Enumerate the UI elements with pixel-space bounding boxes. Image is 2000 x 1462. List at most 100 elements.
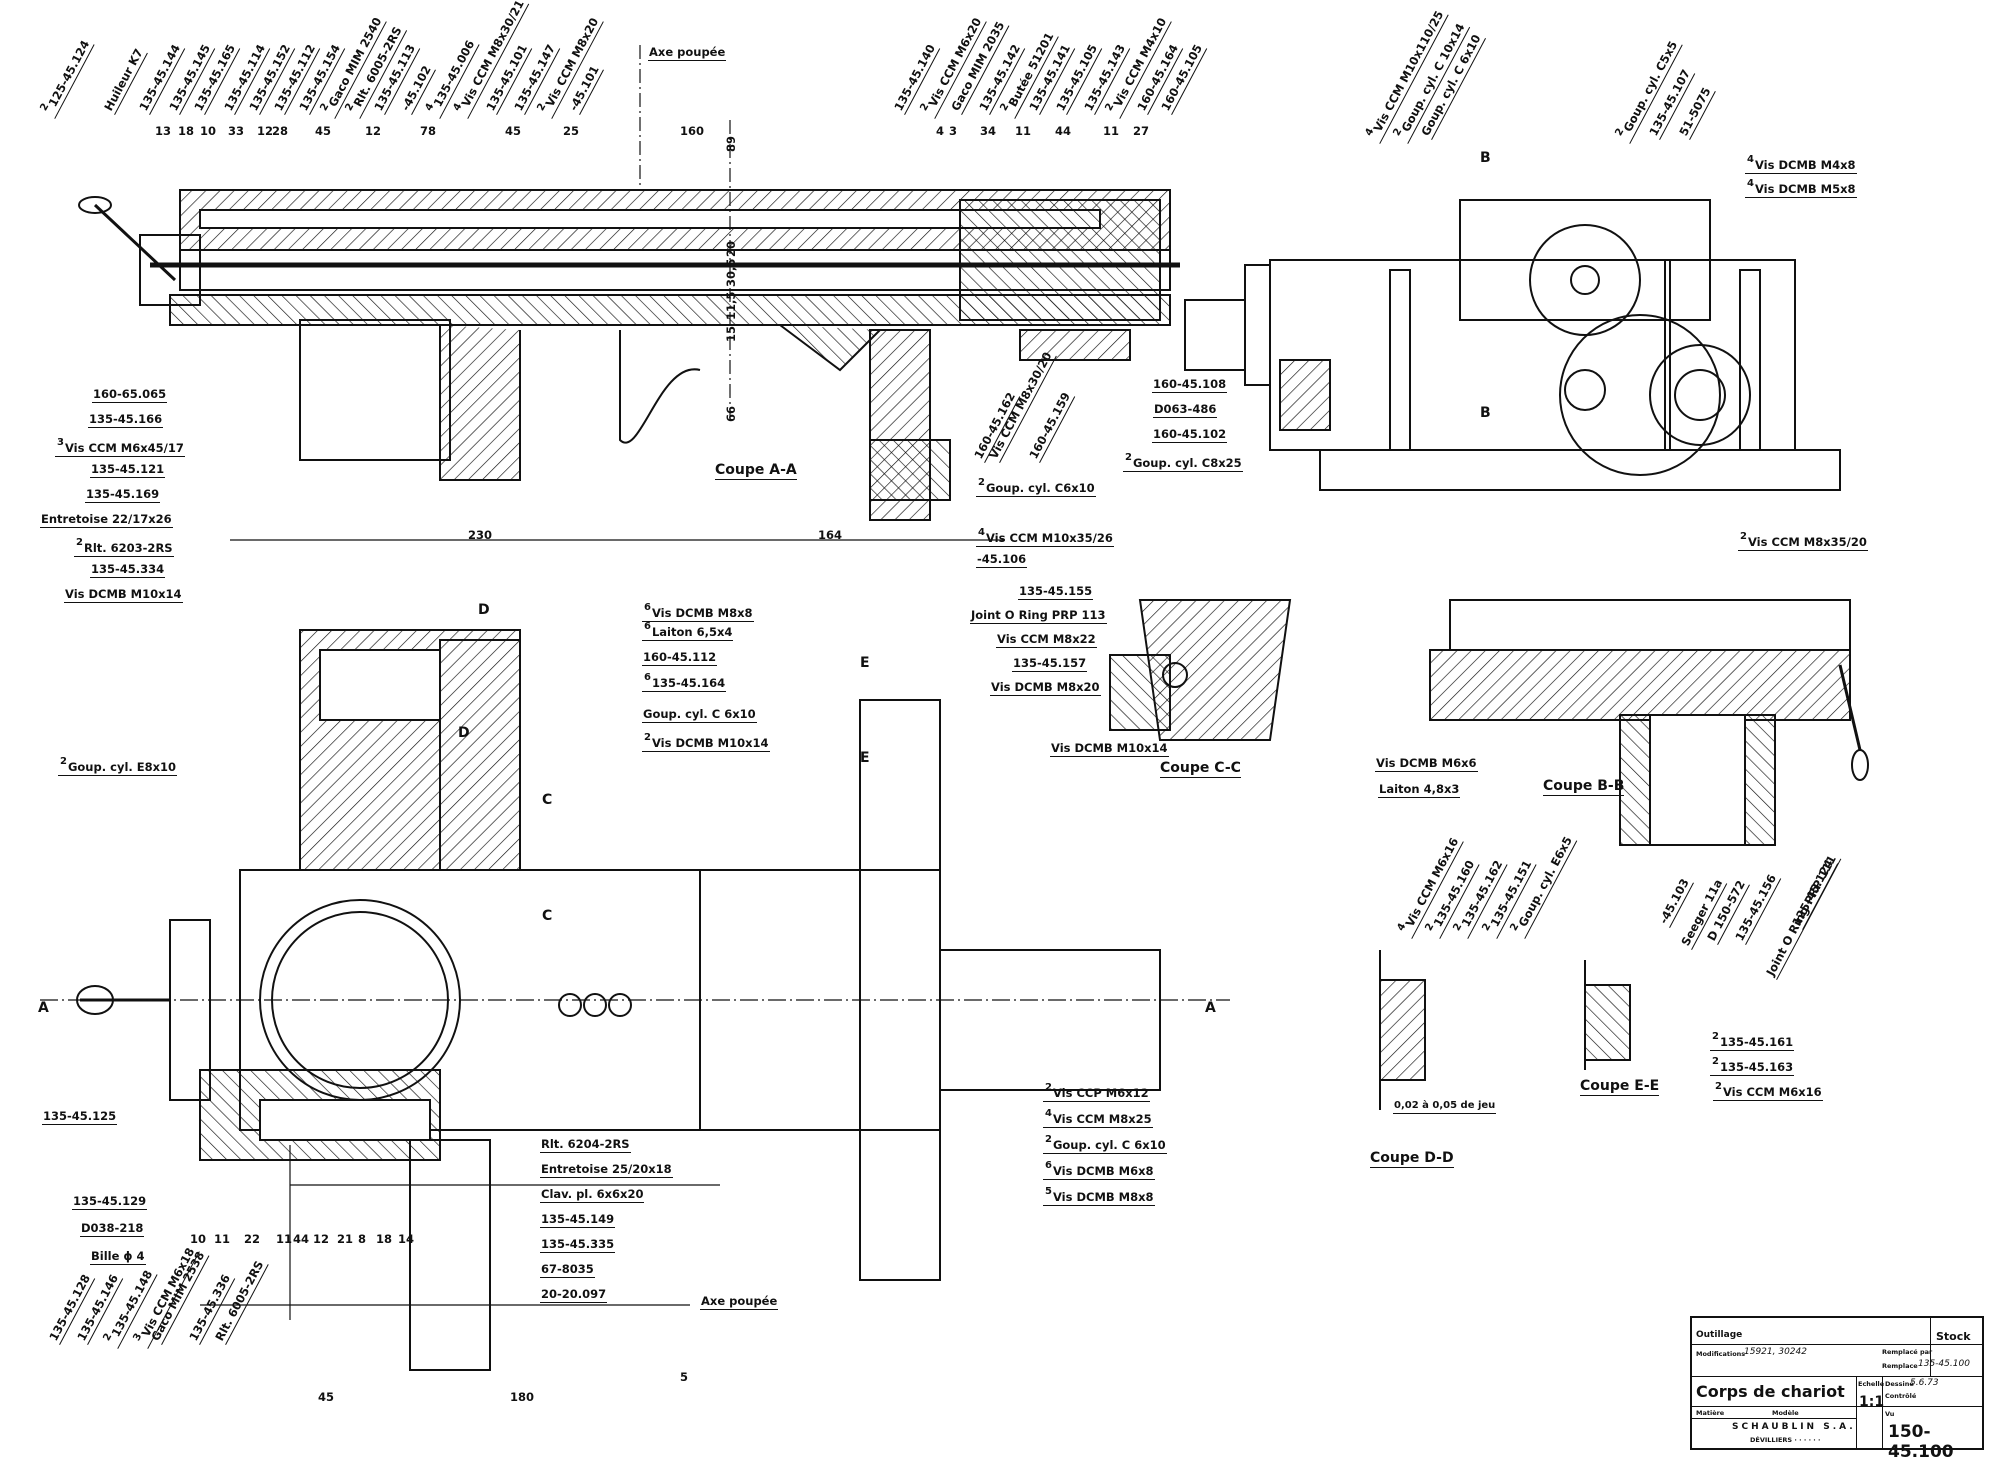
cut-marker-a-right: A (1205, 1000, 1216, 1016)
callout-label: 3Vis CCM M6x45/17 (55, 437, 185, 457)
callout-label: 135-45.121 (90, 462, 166, 478)
dimension-value: 45 (318, 1390, 335, 1404)
cut-marker-b-bottom: B (1480, 405, 1491, 421)
callout-label: 67-8035 (540, 1262, 595, 1278)
axis-label-top: Axe poupée (648, 45, 727, 61)
cut-marker-c-bottom: C (542, 908, 553, 924)
checked-label: Contrôlé (1885, 1392, 1917, 1400)
dimension-value: 33 (228, 124, 245, 138)
clearance-note: 0,02 à 0,05 de jeu (1393, 1099, 1497, 1114)
quantity-marker: 4 (1747, 178, 1754, 189)
drawing-number: 150-45.100 (1888, 1422, 1954, 1462)
callout-label: 2Goup. cyl. C8x25 (1123, 452, 1243, 472)
quantity-marker: 6 (644, 672, 651, 683)
callout-label: 2Rlt. 6203-2RS (74, 537, 174, 557)
quantity-marker: 2 (1125, 452, 1132, 463)
dimension-value: 12 (313, 1232, 330, 1246)
callout-label: 135-45.157 (1012, 656, 1088, 672)
usage-value: Outillage (1696, 1330, 1743, 1340)
callout-label: 2Vis CCM M8x35/20 (1738, 531, 1868, 551)
callout-label: 135-45.149 (540, 1212, 616, 1228)
dimension-value: 66 (724, 405, 738, 422)
scale-label: Echelle (1858, 1380, 1885, 1388)
cut-marker-c-top: C (542, 792, 553, 808)
dimension-value: 45 (315, 124, 332, 138)
dimension-value: 12 (257, 124, 274, 138)
dimension-value: 164 (818, 528, 843, 542)
dimension-value: 25 (563, 124, 580, 138)
seen-label: Vu (1885, 1410, 1895, 1418)
callout-label: 2Goup. cyl. C 6x10 (1043, 1134, 1167, 1154)
callout-label: 160-65.065 (92, 387, 168, 403)
quantity-marker: 6 (644, 602, 651, 613)
dimension-value: 4 (936, 124, 945, 138)
callout-label: -45.106 (976, 552, 1028, 568)
section-bb-view (1429, 599, 1869, 846)
modifications-value: 15921, 30242 (1744, 1347, 1807, 1357)
callout-label: Vis DCMB M10x14 (1050, 741, 1169, 757)
callout-label: 2Vis CCM M6x16 (1713, 1081, 1823, 1101)
dimension-value: 3 (949, 124, 958, 138)
replaces-value: 135-45.100 (1918, 1359, 1970, 1369)
material-label: Matière (1696, 1409, 1725, 1417)
callout-label: Laiton 4,8x3 (1378, 782, 1461, 798)
quantity-marker: 4 (1747, 154, 1754, 165)
quantity-marker: 2 (978, 477, 985, 488)
section-ee-view (1584, 960, 1631, 1070)
drawn-value: 5.6.73 (1910, 1378, 1939, 1388)
section-title-dd: Coupe D-D (1370, 1150, 1454, 1168)
dimension-value: 10 (190, 1232, 207, 1246)
replaces-label: Remplace (1882, 1362, 1918, 1370)
dimension-value: 30,5 (724, 258, 738, 287)
dimension-value: 11 (1103, 124, 1120, 138)
dimension-value: 45 (505, 124, 522, 138)
dimension-value: 34 (980, 124, 997, 138)
dimension-value: 20 (724, 240, 738, 257)
callout-label: 6Laiton 6,5x4 (642, 621, 734, 641)
section-title-cc: Coupe C-C (1160, 760, 1241, 778)
callout-label: 6135-45.164 (642, 672, 727, 692)
callout-label: 160-45.112 (642, 650, 718, 666)
dimension-value: 180 (510, 1390, 535, 1404)
quantity-marker: 2 (644, 732, 651, 743)
dimension-value: 160 (680, 124, 705, 138)
dimension-value: 5 (680, 1370, 689, 1384)
cut-marker-b-top: B (1480, 150, 1491, 166)
dimension-value: 4 (293, 1232, 302, 1246)
callout-label: Bille ϕ 4 (90, 1249, 146, 1265)
drawing-title: Corps de chariot (1696, 1382, 1845, 1401)
quantity-marker: 2 (1712, 1056, 1719, 1067)
section-title-bb: Coupe B-B (1543, 778, 1625, 796)
callout-label: 135-45.125 (42, 1109, 118, 1125)
dimension-value: 8 (358, 1232, 367, 1246)
dimension-value: 18 (178, 124, 195, 138)
dimension-value: 8 (280, 124, 289, 138)
dimension-value: 10 (200, 124, 217, 138)
dimension-value: 230 (468, 528, 493, 542)
dimension-value: 89 (724, 135, 738, 152)
callout-label: Vis CCM M8x22 (996, 632, 1097, 648)
dimension-value: 27 (1133, 124, 1150, 138)
callout-label: Goup. cyl. C 6x10 (642, 707, 757, 723)
dimension-value: 12 (365, 124, 382, 138)
dimension-value: 22 (244, 1232, 261, 1246)
section-aa-view (78, 45, 1180, 541)
dimension-value: 21 (337, 1232, 354, 1246)
section-dd-view (1379, 950, 1426, 1110)
quantity-marker: 6 (644, 621, 651, 632)
quantity-marker: 4 (978, 527, 985, 538)
stock-value: Stock (1936, 1330, 1971, 1343)
quantity-marker: 2 (1740, 531, 1747, 542)
quantity-marker: 2 (76, 537, 83, 548)
cut-marker-d-bottom: D (458, 725, 470, 741)
callout-label: 6Vis DCMB M6x8 (1043, 1160, 1155, 1180)
callout-label: 5Vis DCMB M8x8 (1043, 1186, 1155, 1206)
callout-label: Rlt. 6204-2RS (540, 1137, 631, 1153)
dimension-value: 11 (276, 1232, 293, 1246)
quantity-marker: 2 (1712, 1031, 1719, 1042)
dimension-value: 11,5 (724, 291, 738, 320)
callout-label: 4Vis DCMB M4x8 (1745, 154, 1857, 174)
callout-label: 2Vis DCMB M10x14 (642, 732, 770, 752)
cut-marker-d-top: D (478, 602, 490, 618)
